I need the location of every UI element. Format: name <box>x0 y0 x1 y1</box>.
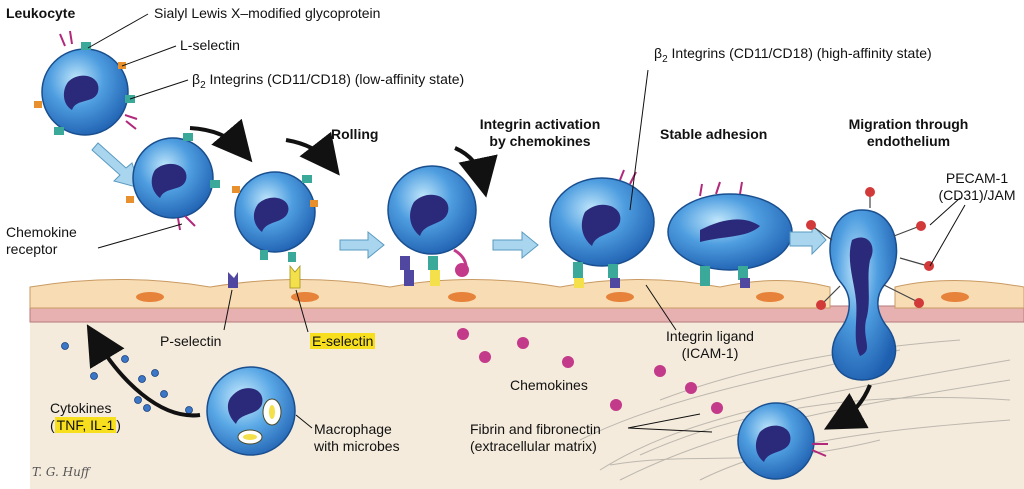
leukocyte-activated <box>549 169 655 288</box>
p-selectin-molecule <box>228 272 238 288</box>
beta2-high-affinity-label: β2 Integrins (CD11/CD18) (high-affinity … <box>654 45 932 65</box>
rolling-heading: Rolling <box>331 126 379 142</box>
leukocyte-free <box>34 30 138 136</box>
movement-arrow <box>492 230 539 260</box>
endothelial-nucleus <box>136 292 164 302</box>
migration-arrow <box>823 384 872 430</box>
chemokines-label: Chemokines <box>510 377 588 393</box>
e-selectin-label: E-selectin <box>310 333 376 349</box>
leader-lines <box>87 13 966 433</box>
endothelial-nucleus <box>448 292 476 302</box>
rolling-arrow <box>454 146 498 198</box>
leukocyte-rolling-1 <box>126 133 220 231</box>
stable-adhesion-heading: Stable adhesion <box>660 126 768 142</box>
rolling-arrow <box>189 118 253 163</box>
integrin-ligand-label: Integrin ligand(ICAM-1) <box>666 328 754 361</box>
endothelial-nucleus <box>291 292 319 302</box>
artist-signature: T. G. Huff <box>32 465 90 479</box>
endothelial-nucleus <box>756 292 784 302</box>
beta2-low-affinity-label: β2 Integrins (CD11/CD18) (low-affinity s… <box>192 71 465 91</box>
leukocyte-rolling-3 <box>387 165 477 286</box>
sialyl-lewis-label: Sialyl Lewis X–modified glycoprotein <box>154 5 381 21</box>
rolling-arrow <box>285 131 340 176</box>
e-selectin-molecule <box>289 264 301 289</box>
macrophage <box>206 366 296 456</box>
fibrin-fibronectin-label: Fibrin and fibronectin(extracellular mat… <box>470 421 601 454</box>
endothelial-nucleus <box>606 292 634 302</box>
leukocyte-label: Leukocyte <box>6 5 76 21</box>
cytokines-label: Cytokines (TNF, IL-1) <box>50 400 121 433</box>
chemokine-drops <box>457 328 723 414</box>
movement-arrow <box>339 230 385 260</box>
l-selectin-label: L-selectin <box>180 37 240 53</box>
leukocyte-rolling-2 <box>232 171 318 262</box>
leukocyte-migrating <box>806 187 934 381</box>
p-selectin-label: P-selectin <box>160 333 222 349</box>
movement-arrow <box>789 222 827 256</box>
leukocyte-in-tissue <box>737 402 828 480</box>
endothelial-nucleus <box>941 292 969 302</box>
pecam-label: PECAM-1(CD31)/JAM <box>938 170 1016 203</box>
cytokine-arrow <box>86 324 201 418</box>
leukocyte-adherent <box>667 181 793 288</box>
